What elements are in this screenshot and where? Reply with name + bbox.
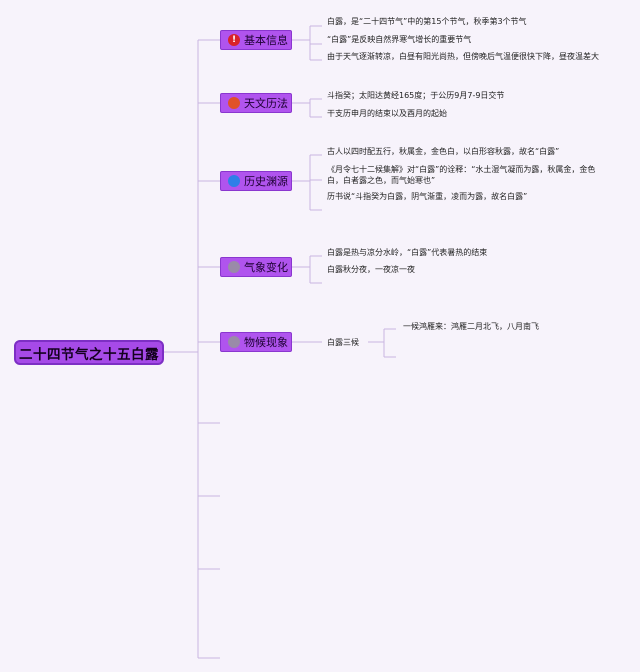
gray-dot-icon <box>228 336 240 348</box>
leaf-history-1[interactable]: 古人以四时配五行，秋属金，金色白，以白形容秋露，故名“白露” <box>327 147 560 156</box>
leaf-astronomy-2[interactable]: 干支历申月的结束以及酉月的起始 <box>327 109 447 118</box>
gray-dot-icon <box>228 261 240 273</box>
topic-label: 基本信息 <box>244 34 288 47</box>
exclamation-icon: ! <box>228 34 240 46</box>
topic-weather[interactable]: 气象变化 <box>220 257 292 277</box>
leaf-basic-info-1[interactable]: 白露，是“二十四节气”中的第15个节气，秋季第3个节气 <box>327 17 527 26</box>
topic-astronomy[interactable]: 天文历法 <box>220 93 292 113</box>
root-node[interactable]: 二十四节气之十五白露 <box>14 340 164 365</box>
leaf-history-2[interactable]: 《月令七十二候集解》对“白露”的诠释：“水土湿气凝而为露，秋属金，金色白，白者露… <box>327 165 596 185</box>
sub-topic-three-phases[interactable]: 白露三候 <box>327 338 359 347</box>
topic-label: 历史渊源 <box>244 175 288 188</box>
topic-label: 气象变化 <box>244 261 288 274</box>
topic-history[interactable]: 历史渊源 <box>220 171 292 191</box>
leaf-weather-2[interactable]: 白露秋分夜，一夜凉一夜 <box>327 265 415 274</box>
blue-dot-icon <box>228 175 240 187</box>
leaf-basic-info-2[interactable]: “白露”是反映自然界寒气增长的重要节气 <box>327 35 472 44</box>
leaf-phenology-1[interactable]: 一候鸿雁来：鸿雁二月北飞，八月南飞 <box>403 322 539 331</box>
root-label: 二十四节气之十五白露 <box>19 346 159 363</box>
leaf-weather-1[interactable]: 白露是热与凉分水岭，“白露”代表暑热的结束 <box>327 248 488 257</box>
topic-phenology[interactable]: 物候现象 <box>220 332 292 352</box>
leaf-history-3[interactable]: 历书说“斗指癸为白露，阴气渐重，凌而为露，故名白露” <box>327 192 528 201</box>
topic-label: 天文历法 <box>244 97 288 110</box>
topic-label: 物候现象 <box>244 336 288 349</box>
leaf-astronomy-1[interactable]: 斗指癸；太阳达黄经165度；于公历9月7-9日交节 <box>327 91 505 100</box>
leaf-basic-info-3[interactable]: 由于天气逐渐转凉，白昼有阳光尚热，但傍晚后气温便很快下降，昼夜温差大 <box>327 52 599 61</box>
orange-dot-icon <box>228 97 240 109</box>
topic-basic-info[interactable]: ! 基本信息 <box>220 30 292 50</box>
